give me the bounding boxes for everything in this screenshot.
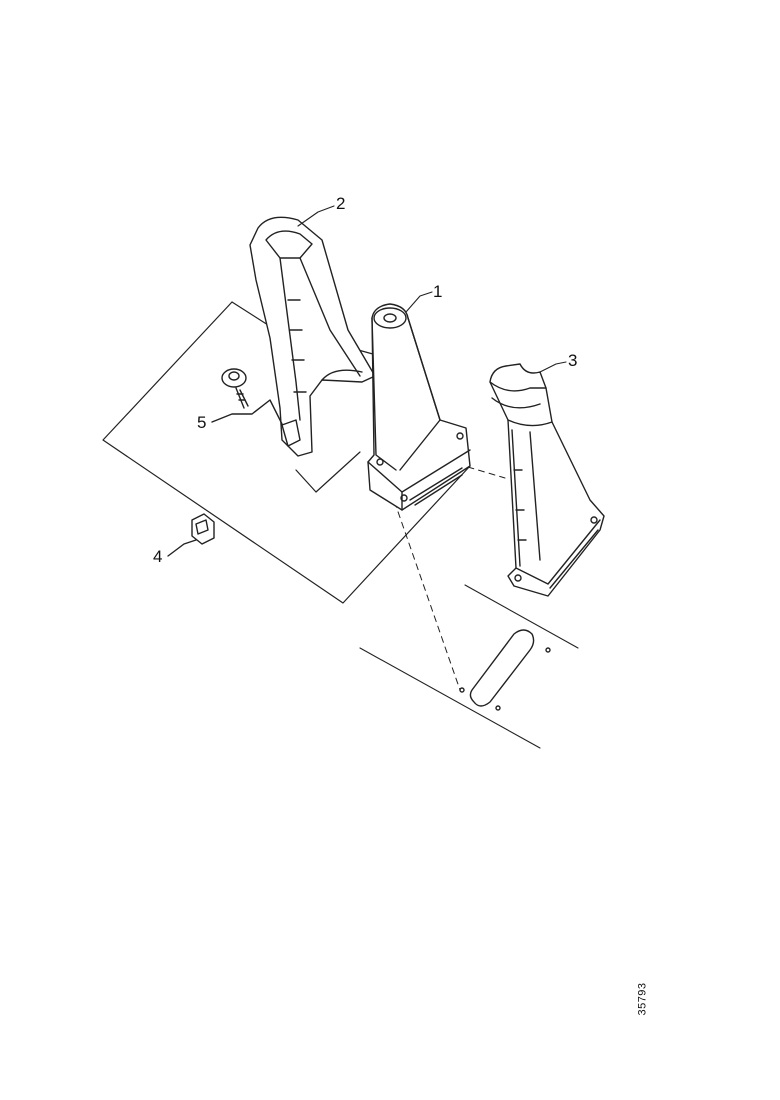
floor-slot — [459, 629, 551, 711]
callout-3: 3 — [568, 351, 578, 370]
callout-2: 2 — [336, 194, 346, 213]
callout-4: 4 — [153, 547, 163, 566]
assembly-lines — [379, 459, 506, 691]
callout-leaders — [297, 205, 567, 373]
callout-1: 1 — [433, 282, 443, 301]
part-4-clip — [167, 513, 215, 557]
part-3-housing — [489, 363, 605, 597]
part-5-screw — [211, 368, 283, 425]
floor-lines — [359, 584, 579, 749]
part-1-pedestal — [367, 303, 471, 511]
part-2-cover — [249, 216, 376, 457]
drawing-id-label: 35793 — [636, 982, 649, 1016]
callout-5: 5 — [197, 413, 207, 432]
